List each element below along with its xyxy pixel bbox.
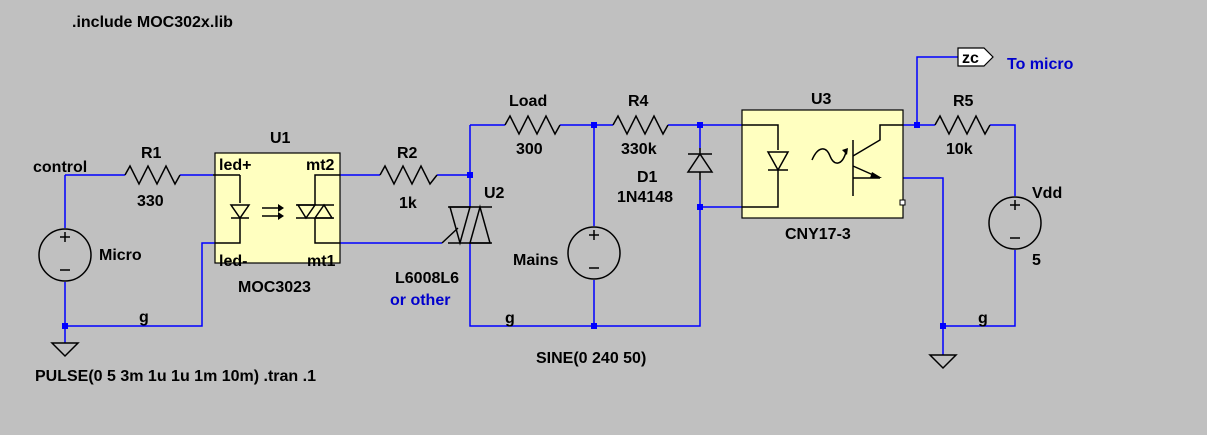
d1-name: D1 <box>637 169 658 186</box>
sim-commands: PULSE(0 5 3m 1u 1u 1m 10m) .tran .1 <box>35 368 316 385</box>
micro-source-name: Micro <box>99 247 142 264</box>
u3-name: U3 <box>811 91 832 108</box>
u2-name: U2 <box>484 185 505 202</box>
u2-part: L6008L6 <box>395 270 459 287</box>
include-directive: .include MOC302x.lib <box>72 14 233 31</box>
u1-name: U1 <box>270 130 291 147</box>
u3-part: CNY17-3 <box>785 226 851 243</box>
wires <box>64 56 1016 355</box>
r1-resistor-icon <box>124 164 181 186</box>
r1-value: 330 <box>137 193 164 210</box>
u1-optocoupler <box>213 152 341 264</box>
ground-label-2: g <box>505 310 515 327</box>
vdd-source-value: 5 <box>1032 252 1041 269</box>
r2-name: R2 <box>397 145 418 162</box>
d1-part: 1N4148 <box>617 189 673 206</box>
mains-source-value: SINE(0 240 50) <box>536 350 646 367</box>
r4-name: R4 <box>628 93 649 110</box>
u1-pin-led-minus: led- <box>219 253 247 270</box>
to-micro-note: To micro <box>1007 56 1074 73</box>
zc-label: zc <box>962 50 979 67</box>
u2-note: or other <box>390 292 450 309</box>
r4-resistor-icon <box>612 114 669 136</box>
load-resistor-icon <box>504 114 561 136</box>
load-name: Load <box>509 93 547 110</box>
d1-diode-icon <box>686 148 714 180</box>
r2-resistor-icon <box>379 164 438 186</box>
r5-name: R5 <box>953 93 974 110</box>
zc-net-flag: zc <box>957 47 994 67</box>
ground-label-1: g <box>139 309 149 326</box>
mains-source-icon <box>567 226 621 280</box>
u3-optocoupler <box>741 109 906 219</box>
r2-value: 1k <box>399 195 417 212</box>
u1-pin-led-plus: led+ <box>219 157 251 174</box>
junctions <box>62 122 946 329</box>
u2-triac-icon <box>441 204 492 246</box>
vdd-source-icon <box>988 196 1042 250</box>
micro-source-icon <box>38 228 92 282</box>
control-net-label: control <box>33 159 87 176</box>
vdd-source-name: Vdd <box>1032 185 1062 202</box>
r5-value: 10k <box>946 141 973 158</box>
mains-source-name: Mains <box>513 252 558 269</box>
u1-part: MOC3023 <box>238 279 311 296</box>
r5-resistor-icon <box>934 114 991 136</box>
r1-name: R1 <box>141 145 162 162</box>
ground-icon-left <box>50 342 80 358</box>
ground-label-3: g <box>978 310 988 327</box>
u1-pin-mt1: mt1 <box>307 253 336 270</box>
load-value: 300 <box>516 141 543 158</box>
u1-pin-mt2: mt2 <box>306 157 335 174</box>
r4-value: 330k <box>621 141 657 158</box>
ground-icon-right <box>928 354 958 370</box>
